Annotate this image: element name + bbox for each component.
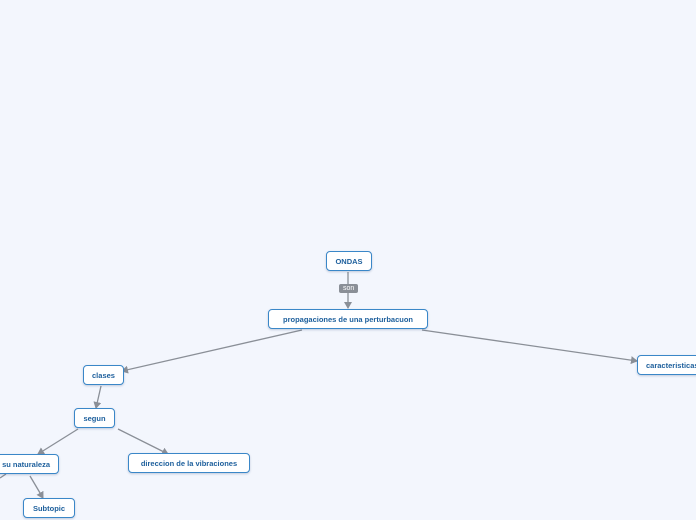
node-direccion[interactable]: direccion de la vibraciones	[128, 453, 250, 473]
connector-naturaleza-to-subtopic	[29, 475, 44, 499]
connector-main-to-clases	[121, 329, 303, 374]
node-su-naturaleza[interactable]: su naturaleza	[0, 454, 59, 474]
node-propagaciones[interactable]: propagaciones de una perturbacuon	[268, 309, 428, 329]
connector-clases-to-segun	[93, 385, 102, 409]
node-caracteristicas[interactable]: caracteristicas	[637, 355, 696, 375]
node-segun[interactable]: segun	[74, 408, 115, 428]
connector-label-son: son	[339, 284, 359, 293]
connector-segun-to-direccion	[117, 428, 169, 455]
node-ondas[interactable]: ONDAS	[326, 251, 372, 271]
node-subtopic[interactable]: Subtopic	[23, 498, 75, 518]
connector-segun-to-naturaleza	[37, 428, 79, 455]
connector-naturaleza-offscreen	[0, 473, 7, 479]
node-clases[interactable]: clases	[83, 365, 124, 385]
connector-main-to-caracteristicas	[421, 329, 638, 365]
